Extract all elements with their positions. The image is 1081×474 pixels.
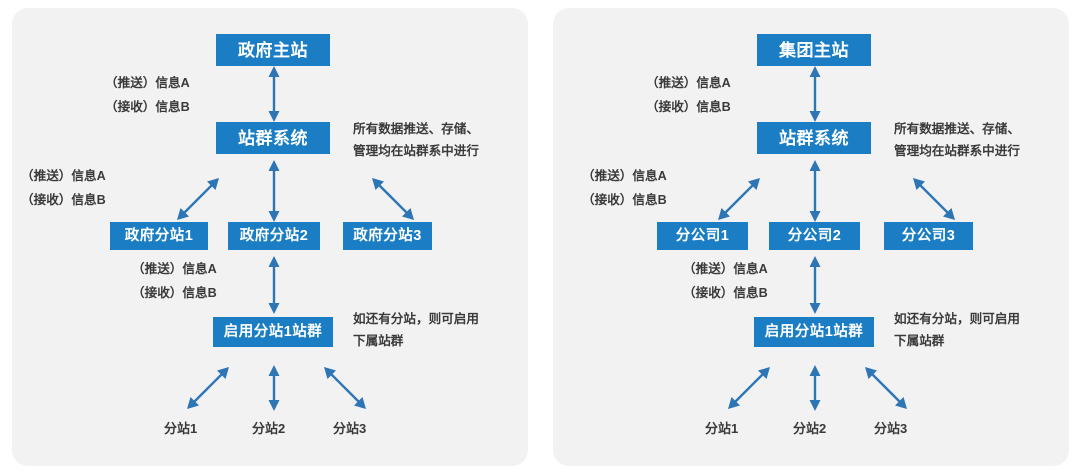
right-branch-node-3[interactable]: 分公司3 [884,222,973,250]
arrow-subgroup-to-leaf3-left [320,363,370,413]
arrow-branch2-to-subgroup-left [266,256,282,314]
arrow-group-to-branch3-left [368,174,418,224]
left-branch-node-1[interactable]: 政府分站1 [110,222,208,250]
arrow-subgroup-to-leaf3-right [861,363,911,413]
left-note-sub-line1: 如还有分站，则可启用 [353,312,479,326]
right-root-node[interactable]: 集团主站 [757,34,871,66]
left-label-top-push: （推送）信息A [105,76,190,90]
right-leaf-1: 分站1 [705,421,739,436]
left-label-low-receive: （接收）信息B [132,286,217,300]
arrow-group-to-branch3-right [909,174,959,224]
left-label-low-push: （推送）信息A [132,262,217,276]
arrow-subgroup-to-leaf2-left [266,365,282,411]
arrow-subgroup-to-leaf1-left [183,363,233,413]
left-leaf-3: 分站3 [333,421,367,436]
right-leaf-2: 分站2 [793,421,827,436]
right-label-mid-push: （推送）信息A [582,169,667,183]
right-note-data-line1: 所有数据推送、存储、 [894,122,1020,136]
right-label-low-receive: （接收）信息B [683,286,768,300]
right-diagram-panel: 集团主站 （推送）信息A （接收）信息B 站群系统 所有数据推送、存储、 管理均… [553,8,1069,466]
arrow-root-to-group-system-right [807,66,823,122]
right-label-top-receive: （接收）信息B [646,100,731,114]
left-branch-node-2[interactable]: 政府分站2 [228,222,320,250]
arrow-group-to-branch2-left [266,160,282,222]
arrow-group-to-branch1-right [714,174,764,224]
right-note-data-line2: 管理均在站群系中进行 [894,144,1020,158]
left-branch-node-3[interactable]: 政府分站3 [343,222,432,250]
right-label-mid-receive: （接收）信息B [582,193,667,207]
left-label-mid-receive: （接收）信息B [21,193,106,207]
arrow-subgroup-to-leaf2-right [807,365,823,411]
arrow-root-to-group-system-left [266,66,282,122]
left-root-node[interactable]: 政府主站 [216,34,330,66]
left-leaf-2: 分站2 [252,421,286,436]
left-label-mid-push: （推送）信息A [21,169,106,183]
right-leaf-3: 分站3 [874,421,908,436]
right-label-top-push: （推送）信息A [646,76,731,90]
left-note-data-line1: 所有数据推送、存储、 [353,122,479,136]
left-subgroup-node[interactable]: 启用分站1站群 [213,317,333,347]
right-note-sub-line1: 如还有分站，则可启用 [894,312,1020,326]
left-leaf-1: 分站1 [164,421,198,436]
right-branch-node-1[interactable]: 分公司1 [657,222,748,250]
left-group-system-node[interactable]: 站群系统 [216,122,330,154]
left-diagram-panel: 政府主站 （推送）信息A （接收）信息B 站群系统 所有数据推送、存储、 管理均… [12,8,528,466]
left-note-data-line2: 管理均在站群系中进行 [353,144,479,158]
arrow-subgroup-to-leaf1-right [724,363,774,413]
right-label-low-push: （推送）信息A [683,262,768,276]
left-label-top-receive: （接收）信息B [105,100,190,114]
left-note-sub-line2: 下属站群 [353,334,404,348]
arrow-group-to-branch1-left [173,174,223,224]
right-note-sub-line2: 下属站群 [894,334,945,348]
arrow-group-to-branch2-right [807,160,823,222]
right-branch-node-2[interactable]: 分公司2 [769,222,860,250]
arrow-branch2-to-subgroup-right [807,256,823,314]
right-subgroup-node[interactable]: 启用分站1站群 [754,317,874,347]
right-group-system-node[interactable]: 站群系统 [757,122,871,154]
